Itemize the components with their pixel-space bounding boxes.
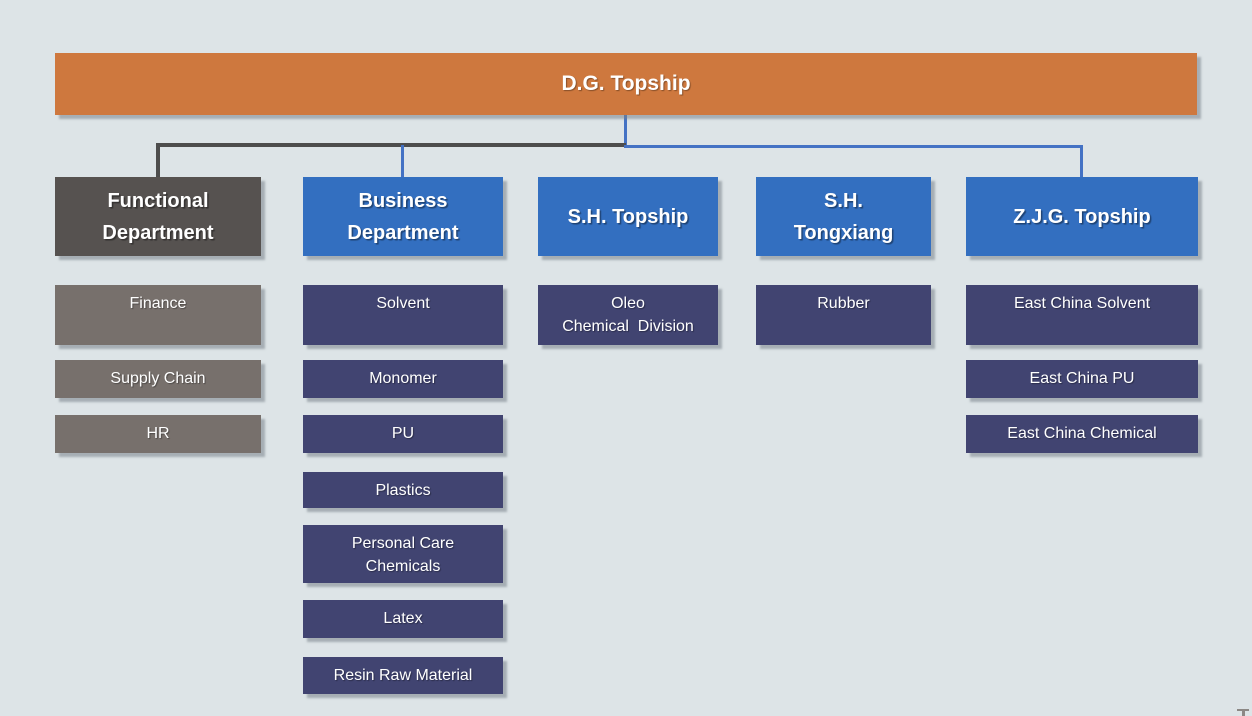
node-resin-raw-material[interactable]: Resin Raw Material [303, 657, 503, 694]
node-pu[interactable]: PU [303, 415, 503, 453]
connector-functional-drop [156, 143, 160, 178]
node-label: S.H. Topship [567, 205, 689, 228]
node-east-china-pu[interactable]: East China PU [966, 360, 1198, 398]
connector-root-drop [624, 115, 627, 147]
node-hr[interactable]: HR [55, 415, 261, 453]
node-plastics[interactable]: Plastics [303, 472, 503, 508]
node-label: Monomer [369, 370, 437, 387]
node-functional-department[interactable]: Functional Department [55, 177, 261, 256]
node-label: Plastics [375, 482, 431, 499]
node-business-department[interactable]: Business Department [303, 177, 503, 256]
node-label: S.H. Tongxiang [793, 189, 894, 244]
node-label: Supply Chain [110, 370, 206, 387]
node-label: Z.J.G. Topship [1013, 205, 1151, 228]
node-label: East China Chemical [1007, 425, 1157, 442]
cropped-edge-glyph-stem [1242, 709, 1245, 716]
node-label: Personal Care Chemicals [351, 535, 455, 575]
connector-zjg-drop [1080, 145, 1083, 179]
node-personal-care-chemicals[interactable]: Personal Care Chemicals [303, 525, 503, 583]
node-rubber[interactable]: Rubber [756, 285, 931, 345]
node-label: Oleo Chemical Division [562, 295, 694, 335]
connector-gray-horizontal [156, 143, 626, 147]
node-latex[interactable]: Latex [303, 600, 503, 638]
connector-blue-horizontal [624, 145, 1083, 148]
node-oleo-chemical-division[interactable]: Oleo Chemical Division [538, 285, 718, 345]
connector-business-drop [401, 145, 404, 178]
node-solvent[interactable]: Solvent [303, 285, 503, 345]
node-label: Latex [383, 610, 423, 627]
node-sh-tongxiang[interactable]: S.H. Tongxiang [756, 177, 931, 256]
node-label: HR [146, 425, 170, 442]
node-monomer[interactable]: Monomer [303, 360, 503, 398]
node-label: Functional Department [102, 189, 214, 244]
node-label: D.G. Topship [561, 72, 691, 95]
node-label: Rubber [817, 295, 870, 312]
node-label: Resin Raw Material [333, 667, 473, 684]
node-east-china-solvent[interactable]: East China Solvent [966, 285, 1198, 345]
node-label: Finance [129, 295, 187, 312]
node-zjg-topship[interactable]: Z.J.G. Topship [966, 177, 1198, 256]
node-label: Solvent [376, 295, 430, 312]
node-label: Business Department [347, 189, 459, 244]
node-label: East China Solvent [1013, 295, 1151, 312]
node-dg-topship[interactable]: D.G. Topship [55, 53, 1197, 115]
node-label: PU [391, 425, 415, 442]
node-sh-topship[interactable]: S.H. Topship [538, 177, 718, 256]
node-east-china-chemical[interactable]: East China Chemical [966, 415, 1198, 453]
node-finance[interactable]: Finance [55, 285, 261, 345]
node-supply-chain[interactable]: Supply Chain [55, 360, 261, 398]
node-label: East China PU [1029, 370, 1135, 387]
